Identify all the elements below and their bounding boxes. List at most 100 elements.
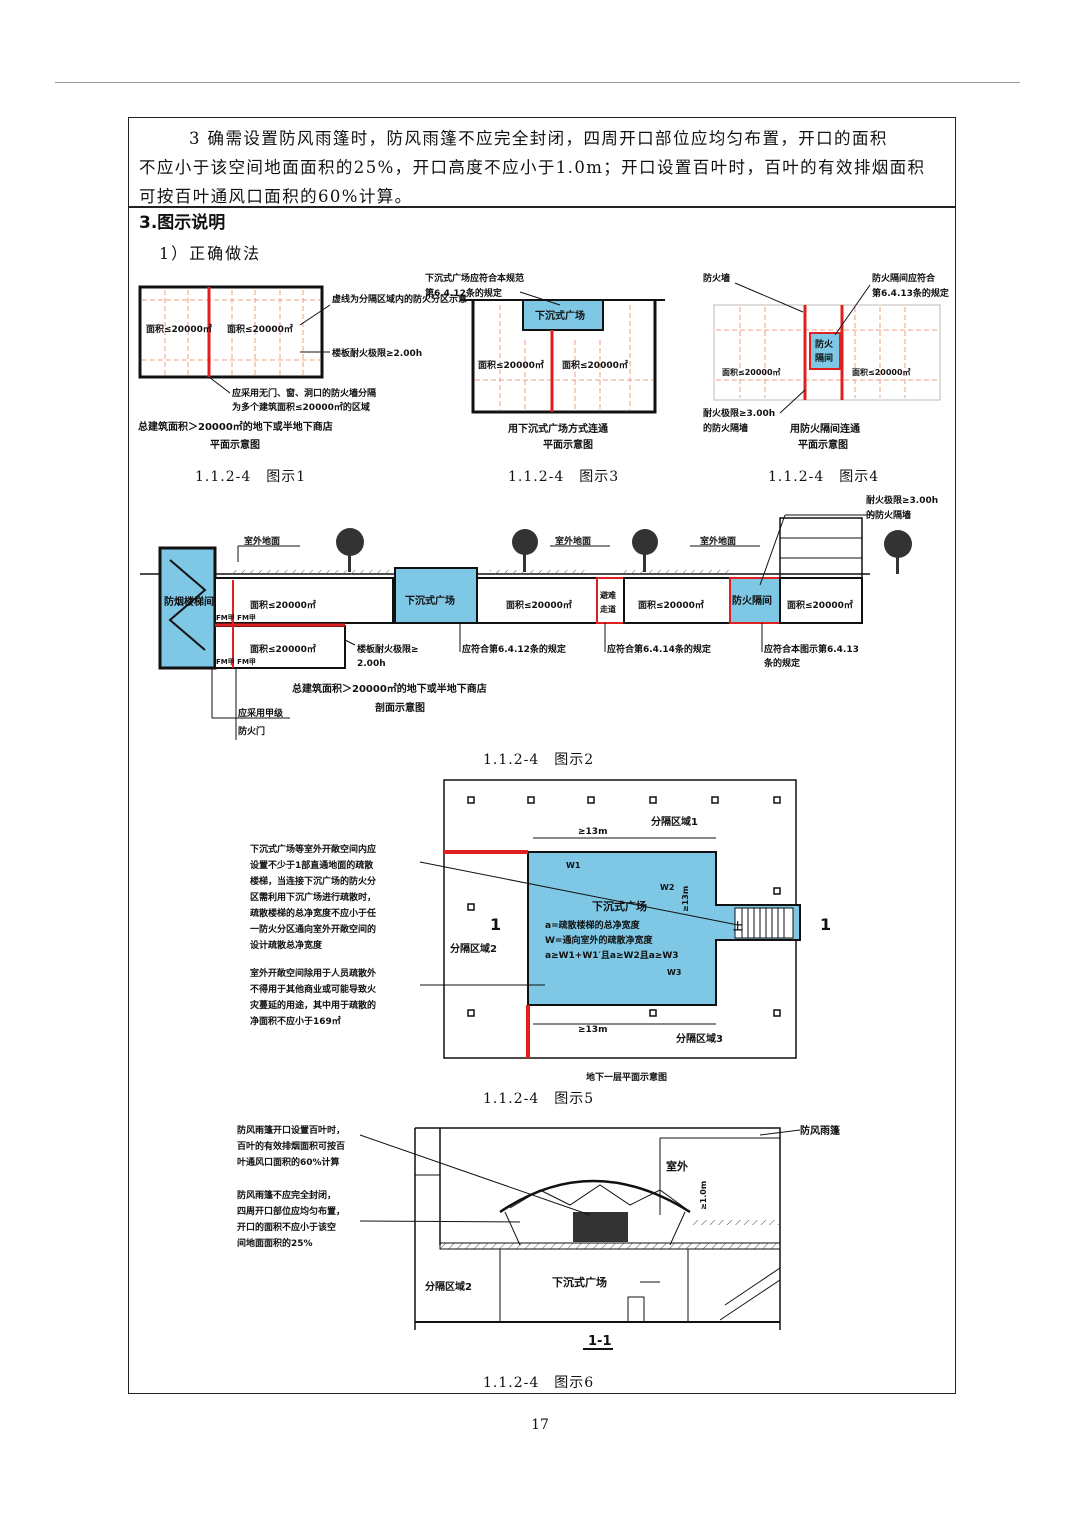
caption-fig6: 1.1.2-4 图示6	[483, 1375, 595, 1391]
fig6-height: ≥1.0m	[699, 1181, 708, 1210]
fig1-note-floor: 楼板耐火极限≥2.00h	[332, 347, 422, 359]
fig4-title2: 平面示意图	[798, 438, 848, 451]
fig2-rule2: 应符合第6.4.14条的规定	[607, 643, 712, 655]
fig3-plaza	[522, 299, 604, 331]
fig5-note-b-2: 灾蔓延的用途，其中用于疏散的	[250, 999, 376, 1011]
figure-1: 面积≤20000㎡ 面积≤20000㎡ 虚线为分隔区域内的防火分区示意 楼板耐火…	[138, 285, 467, 451]
fig5-note-a-6: 设计疏散总净宽度	[250, 939, 323, 951]
fig2-area4: 面积≤20000㎡	[638, 599, 704, 611]
fig1-area-left: 面积≤20000㎡	[146, 323, 212, 335]
fig2-plaza: 下沉式广场	[405, 594, 455, 607]
fig2-top-note1: 耐火极限≥3.00h	[866, 494, 938, 506]
fig2-area3: 面积≤20000㎡	[506, 599, 572, 611]
fig2-rule3b: 条的规定	[763, 657, 801, 669]
fig2-fm2: FM甲 FM甲	[216, 658, 256, 666]
fig3-area-right: 面积≤20000㎡	[562, 359, 628, 371]
fig6-note-a-1: 百叶的有效排烟面积可按百	[237, 1140, 345, 1152]
fig2-area1: 面积≤20000㎡	[250, 599, 316, 611]
fig6-note-a-0: 防风雨篷开口设置百叶时，	[237, 1124, 345, 1136]
fig4-wall-note1: 耐火极限≥3.00h	[703, 407, 775, 419]
caption-fig4: 1.1.2-4 图示4	[768, 469, 880, 485]
fig1-note-wall2: 为多个建筑面积≤20000㎡的区域	[232, 401, 370, 413]
fig2-door1: 应采用甲级	[238, 707, 284, 719]
paragraph-line-3: 可按百叶通风口面积的60%计算。	[139, 187, 413, 206]
fig1-area-right: 面积≤20000㎡	[227, 323, 293, 335]
fig5-note-b-3: 净面积不应小于169㎡	[250, 1015, 341, 1027]
fig5-w3: W3	[667, 968, 681, 977]
header-rule	[55, 82, 1020, 83]
figure-2: 防烟楼梯间 FM甲 FM甲 FM甲 FM甲 面积≤20000㎡ 面积≤20000…	[140, 494, 938, 740]
fig2-walkway	[596, 577, 625, 624]
fig2-area5: 面积≤20000㎡	[787, 599, 853, 611]
fig5-formula1: a=疏散楼梯的总净宽度	[545, 919, 641, 931]
fig2-rule1: 应符合第6.4.12条的规定	[462, 643, 567, 655]
figure-4: 防火 隔间 面积≤20000㎡ 面积≤20000㎡ 防火墙 防火隔间应符合 第6…	[703, 272, 950, 451]
fig3-outline	[471, 300, 657, 414]
caption-fig5: 1.1.2-4 图示5	[483, 1091, 595, 1107]
fig2-rule3: 应符合本图示第6.4.13	[764, 643, 859, 655]
fig1-outline	[138, 285, 324, 379]
fig2-top-note2: 的防火隔墙	[866, 509, 911, 521]
fig2-stair: 防烟楼梯间	[164, 595, 214, 608]
fig2-walkway2: 走道	[599, 604, 616, 614]
fig6-note-a-2: 叶通风口面积的60%计算	[237, 1156, 340, 1168]
fig3-title1: 用下沉式广场方式连通	[507, 422, 608, 435]
fig2-floor-note2: 2.00h	[357, 659, 386, 669]
fig1-title1: 总建筑面积＞20000㎡的地下或半地下商店	[138, 420, 333, 433]
fig5-dim-bottom: ≥13m	[578, 1025, 607, 1035]
fig3-note2: 第6.4.12条的规定	[425, 287, 503, 299]
fig2-ground3: 室外地面	[700, 535, 736, 547]
fig5-note-a-0: 下沉式广场等室外开敞空间内应	[250, 843, 376, 855]
fig3-area-left: 面积≤20000㎡	[478, 359, 544, 371]
fig4-firewall-label: 防火墙	[703, 272, 730, 284]
fig1-note-wall1: 应采用无门、窗、洞口的防火墙分隔	[232, 387, 376, 399]
fig5-formula2: W=通向室外的疏散净宽度	[545, 934, 653, 946]
fig1-grid	[142, 290, 320, 375]
fig5-note-a-3: 区需利用下沉广场进行疏散时，	[250, 891, 376, 903]
fig5-w1: W1	[566, 861, 581, 870]
fig2-plaza-box	[394, 567, 478, 624]
fig4-wall-note2: 的防火隔墙	[703, 422, 748, 434]
page-number: 17	[531, 1417, 549, 1433]
fig6-note-b-3: 间地面面积的25%	[237, 1237, 313, 1249]
fig2-walkway1: 避难	[600, 590, 616, 600]
fig1-note-dashed: 虚线为分隔区域内的防火分区示意	[332, 293, 467, 305]
fig3-title2: 平面示意图	[543, 438, 593, 451]
fig5-note-b-1: 不得用于其他商业或可能导致火	[250, 983, 377, 995]
fig6-note-b-0: 防风雨篷不应完全封闭，	[237, 1189, 336, 1201]
fig4-note2: 第6.4.13条的规定	[872, 287, 950, 299]
fig3-note1: 下沉式广场应符合本规范	[425, 272, 524, 284]
fig2-title2: 剖面示意图	[375, 701, 425, 714]
fig6-opening	[573, 1212, 628, 1242]
subsection-title: 1）正确做法	[159, 244, 262, 263]
fig5-columns	[467, 796, 781, 1017]
caption-fig1: 1.1.2-4 图示1	[195, 469, 307, 485]
fig5-plaza: 下沉式广场	[592, 899, 647, 913]
fig5-zone3: 分隔区域3	[676, 1032, 723, 1045]
fig4-room2: 隔间	[815, 352, 833, 364]
fig2-stair-box	[158, 546, 217, 670]
fig5-note-b-0: 室外开敞空间除用于人员疏散外	[250, 967, 376, 979]
fig6-note-b-1: 四周开口部位应均匀布置，	[237, 1205, 345, 1217]
fig3-plaza-label: 下沉式广场	[535, 309, 585, 322]
paragraph-line-2: 不应小于该空间地面面积的25%，开口高度不应小于1.0m；开口设置百叶时，百叶的…	[139, 158, 926, 177]
fig5-note-a-1: 设置不少于1部直通地面的疏散	[250, 859, 374, 871]
table-divider	[129, 206, 955, 208]
fig4-room	[809, 332, 841, 370]
fig2-ground2: 室外地面	[555, 535, 591, 547]
figure-3: 下沉式广场 面积≤20000㎡ 面积≤20000㎡ 下沉式广场应符合本规范 第6…	[425, 272, 665, 451]
fig4-room1: 防火	[815, 338, 834, 350]
fig2-floor-note1: 楼板耐火极限≥	[357, 643, 419, 655]
fig6-outdoor: 室外	[666, 1159, 688, 1173]
fig6-canopy-label: 防风雨篷	[800, 1124, 841, 1137]
fig4-note1: 防火隔间应符合	[872, 272, 936, 284]
fig5-notes: 下沉式广场等室外开敞空间内应 设置不少于1部直通地面的疏散 楼梯，当连接下沉广场…	[250, 843, 377, 1027]
fig2-door2: 防火门	[238, 725, 265, 737]
fig2-room	[729, 577, 781, 624]
fig4-title1: 用防火隔间连通	[789, 422, 860, 435]
fig4-area-right: 面积≤20000㎡	[852, 367, 911, 377]
fig5-plaza-area	[527, 851, 801, 1006]
caption-fig3: 1.1.2-4 图示3	[508, 469, 620, 485]
fig5-note-a-4: 疏散楼梯的总净宽度不应小于任	[250, 907, 376, 919]
